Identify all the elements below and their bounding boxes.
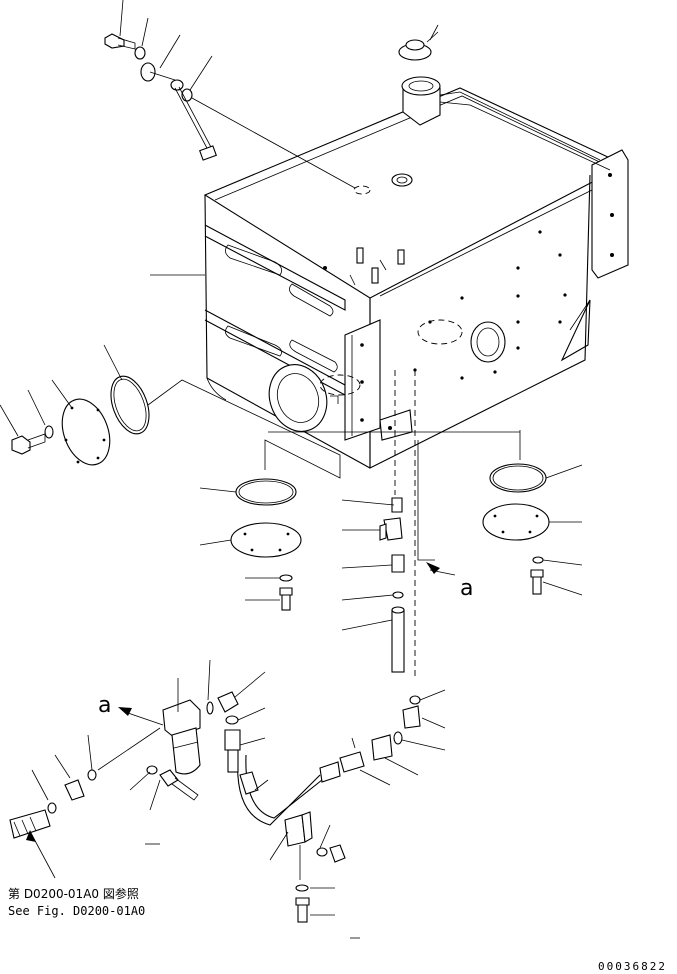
drawing-code: 00036822: [598, 960, 667, 973]
rear-bracket: [560, 149, 629, 362]
bottom-bracket-group: [269, 811, 360, 939]
right-cover-group: [268, 430, 583, 596]
lower-right-fittings: [237, 689, 446, 826]
outlet-bracket: [379, 409, 413, 441]
level-gauge-assembly: [104, 0, 356, 189]
center-cover-group: [199, 478, 302, 611]
callout-a-lower: a: [98, 693, 111, 718]
tank-right-face-holes: [413, 230, 591, 380]
tank-side-ribs: [204, 224, 346, 396]
filler-cap: [398, 31, 439, 61]
leader-lines-upper: [150, 24, 439, 276]
drain-hose-group: [341, 370, 456, 680]
reference-note-en: See Fig. D0200-01A0: [8, 904, 145, 918]
callout-a-upper: a: [460, 576, 473, 601]
line-filter-assembly: [87, 659, 269, 845]
filler-neck: [401, 76, 611, 171]
left-cover-group: [0, 344, 341, 479]
front-bracket: [344, 319, 381, 441]
top-ports: [323, 173, 413, 286]
left-lower-fittings: [9, 754, 97, 879]
reference-note-jp: 第 D0200-01A0 図参照: [8, 886, 139, 901]
right-inspection-port: [417, 319, 506, 363]
front-inspection-port: [268, 364, 361, 432]
